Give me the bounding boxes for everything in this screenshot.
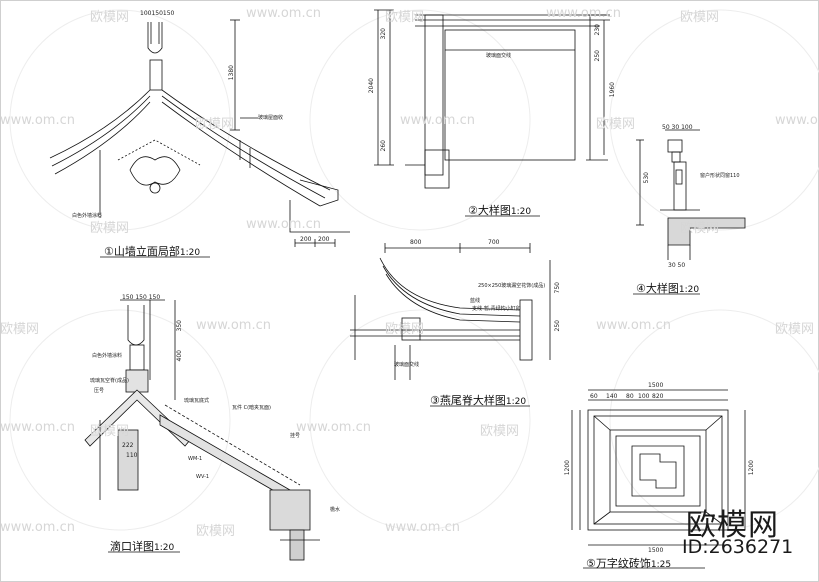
dim-text: 1200: [748, 460, 755, 476]
dim-text: 200: [318, 236, 330, 243]
note: 挂号: [290, 433, 301, 439]
title-detail-4: ④大样图1:20: [636, 280, 699, 296]
title-scale: 1:20: [154, 543, 175, 553]
dim-text: 222: [122, 442, 134, 449]
dim-text: 820: [652, 393, 664, 400]
dim-text: 1200: [564, 460, 571, 476]
dim-text: 140: [606, 393, 618, 400]
title-scale: 1:25: [650, 560, 672, 570]
dim-text: 110: [126, 452, 138, 459]
dim-text: 530: [643, 172, 650, 184]
dim-text: 200: [300, 236, 312, 243]
note: 琉璃瓦底式: [184, 398, 210, 404]
dim-text: 250: [594, 50, 601, 62]
note: WM-1: [188, 456, 203, 462]
title-scale: 1:20: [678, 285, 700, 295]
title-eave-detail: 滴口详图1:20: [110, 538, 174, 554]
drawing-swastika-tile: [571, 389, 746, 546]
dim-text: 260: [380, 140, 387, 152]
dim-text: 80: [626, 393, 634, 400]
dim-text: 1380: [228, 65, 235, 81]
note: 瓦件 C(暗夹瓦面): [232, 405, 271, 411]
drawing-eave-detail: [84, 299, 320, 561]
note: 檐水: [330, 507, 341, 513]
title-text: 滴口详图: [110, 540, 154, 553]
drawing-detail-2: [374, 9, 610, 189]
note: 玻璃屋面收: [258, 115, 284, 121]
title-detail-2: ②大样图1:20: [468, 202, 531, 218]
note: 窗户形状同窗110: [700, 173, 740, 179]
note: 玻璃面交线: [486, 53, 512, 59]
drawing-detail-4: [636, 129, 746, 260]
title-swastika-tile: ⑤万字纹砖饰1:25: [586, 555, 671, 571]
note: 白色外墙涂料: [72, 213, 103, 219]
dim-text: 1500: [648, 382, 664, 389]
note: WV-1: [196, 474, 210, 480]
title-text: ⑤万字纹砖饰: [586, 557, 651, 570]
title-underlines: [100, 215, 705, 569]
dim-text: 100150150: [140, 10, 175, 17]
note: 琉璃瓦空脊(成品): [90, 378, 129, 384]
title-text: ②大样图: [468, 204, 511, 217]
note: 暂,青绿构小缸卯: [484, 306, 521, 312]
note: 压号: [94, 388, 105, 394]
title-gable-elevation: ①山墙立面局部1:20: [104, 243, 200, 259]
dim-text: 750: [554, 282, 561, 294]
watermark-brand-large: 欧模网: [686, 508, 779, 543]
title-text: ④大样图: [636, 282, 679, 295]
drawing-gable-elevation: [49, 19, 350, 247]
title-text: ③燕尾脊大样图: [430, 394, 506, 407]
dim-text: 1500: [648, 547, 664, 554]
title-scale: 1:20: [179, 248, 201, 258]
dim-text: 320: [380, 28, 387, 40]
note: 玻璃面交线: [394, 362, 420, 368]
dim-text: 400: [176, 350, 183, 362]
dim-text: 250: [554, 320, 561, 332]
title-text: ①山墙立面局部: [104, 245, 180, 258]
dim-text: 30 50: [668, 262, 686, 269]
note: 蓝线: [470, 298, 481, 304]
dim-text: 2040: [368, 78, 375, 94]
dim-text: 60: [590, 393, 598, 400]
dim-text: 230: [594, 24, 601, 36]
drawing-swallowtail-ridge: [350, 243, 551, 380]
note: 白色外墙涂料: [92, 353, 123, 359]
title-scale: 1:20: [505, 397, 527, 407]
dim-text: 700: [488, 239, 500, 246]
dim-text: 100: [638, 393, 650, 400]
note: 支线: [472, 306, 483, 312]
dim-text: 350: [176, 320, 183, 332]
dim-text: 150 150 150: [122, 294, 161, 301]
title-scale: 1:20: [510, 207, 532, 217]
watermark-id: ID:2636271: [682, 536, 794, 558]
dim-text: 800: [410, 239, 422, 246]
dim-text: 50 30 100: [662, 124, 693, 131]
note: 250×250玻璃漏空花饰(成品): [478, 283, 546, 289]
dim-text: 1960: [609, 82, 616, 98]
title-swallowtail-ridge: ③燕尾脊大样图1:20: [430, 392, 526, 408]
